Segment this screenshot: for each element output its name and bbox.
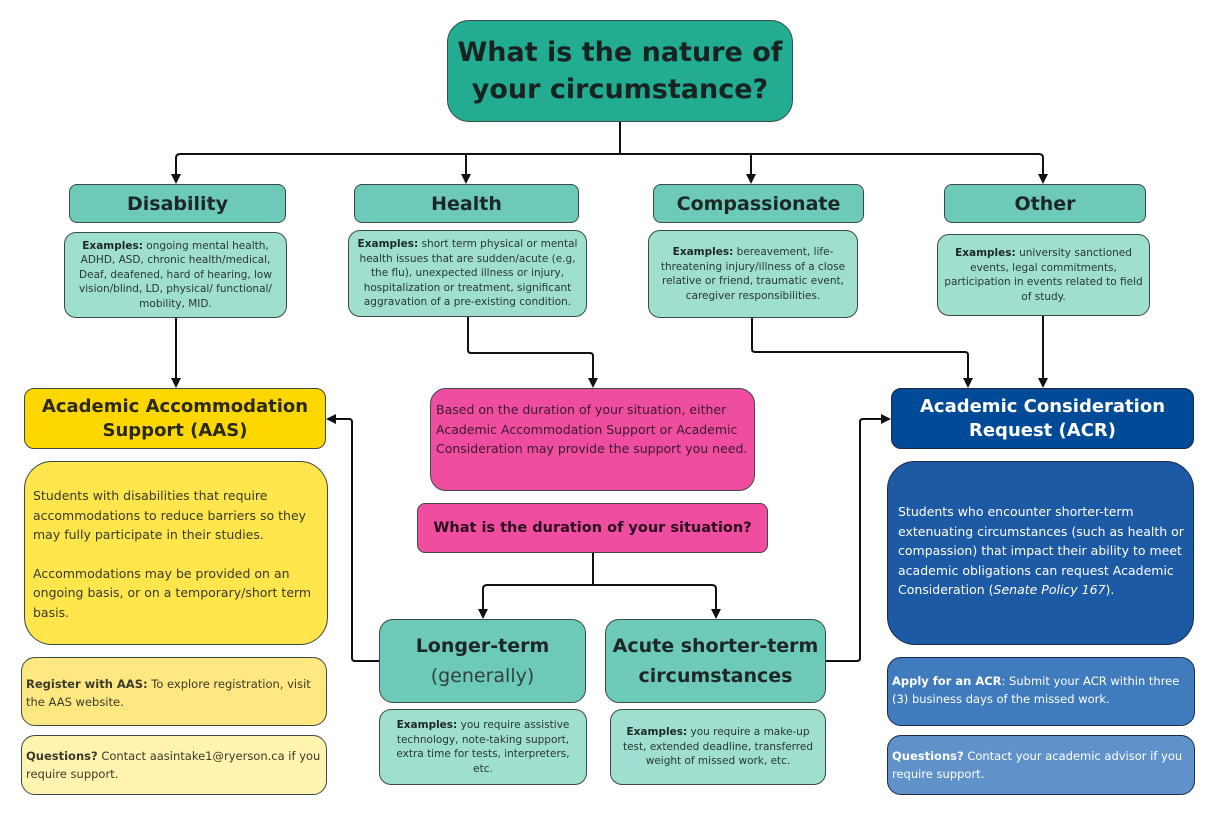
category-disability-label: Disability [126, 192, 229, 215]
examples-other: Examples: university sanctioned events, … [937, 234, 1150, 316]
connector-to-acute [711, 584, 721, 619]
aas-questions-label: Questions? [26, 749, 98, 763]
aas-header-text: Academic Accommodation Support (AAS) [41, 395, 309, 441]
connector-acute-to-acr [826, 414, 891, 662]
category-other-label: Other [1014, 192, 1076, 215]
duration-question-text: What is the duration of your situation? [433, 520, 752, 536]
acr-questions-box: Questions? Contact your academic advisor… [887, 735, 1195, 795]
category-health: Health [354, 184, 579, 223]
examples-longer-term-text: Examples: you require assistive technolo… [386, 718, 580, 776]
examples-acute: Examples: you require a make-up test, ex… [610, 709, 826, 785]
category-compassionate: Compassionate [653, 184, 864, 223]
connector-health-to-info [467, 317, 598, 388]
acr-questions-label: Questions? [892, 749, 964, 763]
examples-health: Examples: short term physical or mental … [348, 230, 587, 317]
examples-compassionate-body: bereavement, life-threatening injury/ill… [660, 246, 846, 302]
acr-header: Academic Consideration Request (ACR) [891, 388, 1194, 449]
category-health-label: Health [431, 192, 502, 215]
aas-description: Students with disabilities that require … [24, 461, 328, 645]
longer-term-subtitle: (generally) [430, 665, 535, 687]
connector-compassionate-to-acr [751, 318, 973, 388]
nature-question-text: What is the nature of your circumstance? [457, 37, 783, 105]
acr-description-end: ). [1105, 582, 1115, 597]
acute-box: Acute shorter-term circumstances [605, 619, 826, 703]
examples-disability-text: Examples: ongoing mental health, ADHD, A… [71, 239, 280, 312]
longer-term-box: Longer-term (generally) [379, 619, 586, 703]
duration-info-box: Based on the duration of your situation,… [430, 388, 755, 491]
acr-description: Students who encounter shorter-term exte… [887, 461, 1194, 645]
examples-label: Examples: [357, 238, 419, 251]
connector-to-longer-term [478, 584, 488, 619]
category-other: Other [944, 184, 1146, 223]
duration-info-text: Based on the duration of your situation,… [436, 402, 748, 456]
examples-disability-body: ongoing mental health, ADHD, ASD, chroni… [79, 239, 272, 310]
longer-term-title: Longer-term [415, 635, 550, 657]
duration-question-box: What is the duration of your situation? [417, 503, 768, 553]
examples-health-body: short term physical or mental health iss… [359, 238, 578, 309]
aas-register-label: Register with AAS: [26, 677, 148, 691]
examples-label: Examples: [955, 247, 1016, 259]
examples-longer-term-body: you require assistive technology, note-t… [396, 719, 570, 775]
examples-health-text: Examples: short term physical or mental … [355, 237, 580, 310]
acute-title: Acute shorter-term circumstances [612, 635, 819, 687]
examples-longer-term: Examples: you require assistive technolo… [379, 709, 587, 785]
aas-questions-text[interactable]: Contact aasintake1@ryerson.ca if you req… [26, 749, 321, 781]
examples-acute-text: Examples: you require a make-up test, ex… [617, 725, 819, 769]
connector-longer-term-to-aas [326, 414, 379, 662]
examples-label: Examples: [82, 239, 143, 252]
examples-other-text: Examples: university sanctioned events, … [944, 246, 1143, 304]
acr-apply-label: Apply for an ACR [892, 674, 1002, 688]
examples-compassionate-text: Examples: bereavement, life-threatening … [655, 245, 851, 303]
aas-questions-box: Questions? Contact aasintake1@ryerson.ca… [21, 735, 327, 795]
acr-apply-box[interactable]: Apply for an ACR: Submit your ACR within… [887, 657, 1195, 726]
examples-disability: Examples: ongoing mental health, ADHD, A… [64, 232, 287, 318]
aas-register-box[interactable]: Register with AAS: To explore registrati… [21, 657, 327, 726]
examples-other-body: university sanctioned events, legal comm… [944, 247, 1143, 303]
aas-description-p1: Students with disabilities that require … [33, 488, 307, 542]
examples-acute-body: you require a make-up test, extended dea… [622, 726, 814, 768]
senate-policy-reference[interactable]: Senate Policy 167 [993, 582, 1106, 597]
acr-apply-text: : Submit your ACR within three (3) busin… [892, 674, 1180, 706]
examples-label: Examples: [396, 719, 458, 731]
examples-label: Examples: [672, 246, 734, 258]
examples-label: Examples: [626, 726, 688, 739]
examples-compassionate: Examples: bereavement, life-threatening … [648, 230, 858, 318]
connector-to-disability [171, 153, 181, 184]
nature-question-box: What is the nature of your circumstance? [447, 20, 793, 122]
category-compassionate-label: Compassionate [676, 192, 841, 215]
acr-header-text: Academic Consideration Request (ACR) [919, 395, 1166, 441]
aas-register-text[interactable]: To explore registration, visit the AAS w… [26, 677, 311, 709]
acr-questions-text: Contact your academic advisor if you req… [892, 749, 1183, 781]
aas-description-p2: Accommodations may be provided on an ong… [33, 565, 312, 620]
longer-term-content: Longer-term (generally) [416, 631, 550, 691]
acr-description-text: Students who encounter shorter-term exte… [898, 504, 1184, 597]
connector-to-other [1038, 153, 1048, 184]
category-disability: Disability [69, 184, 286, 223]
aas-header: Academic Accommodation Support (AAS) [24, 388, 326, 449]
